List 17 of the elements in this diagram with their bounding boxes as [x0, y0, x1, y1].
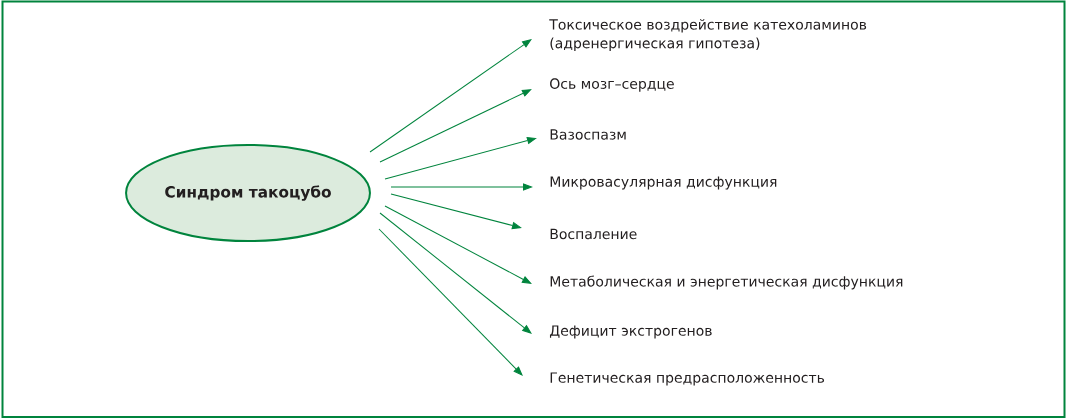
arrow: [384, 137, 537, 180]
arrow: [390, 183, 533, 191]
arrow: [379, 89, 532, 163]
arrow: [384, 205, 532, 284]
text-label: Дефицит экстрогенов: [549, 325, 712, 339]
text-label: Ось мозг–сердце: [550, 78, 674, 92]
text-label: Воспаление: [550, 228, 637, 240]
arrow: [369, 39, 532, 153]
arrow: [378, 228, 523, 376]
text-label: Метаболическая и энергетическая дисфункция: [550, 275, 903, 290]
arrow: [390, 193, 522, 230]
arrow: [379, 212, 532, 334]
text-label: Вазоспазм: [550, 129, 626, 140]
text-label: Токсическое воздрействие катехоламинов (адренергическая гипотеза): [549, 18, 867, 52]
ellipse-node: Синдром такоцубо: [125, 144, 371, 242]
text-label: Генетическая предрасположенность: [550, 372, 825, 386]
text-label: Микровасулярная дисфункция: [550, 176, 777, 190]
